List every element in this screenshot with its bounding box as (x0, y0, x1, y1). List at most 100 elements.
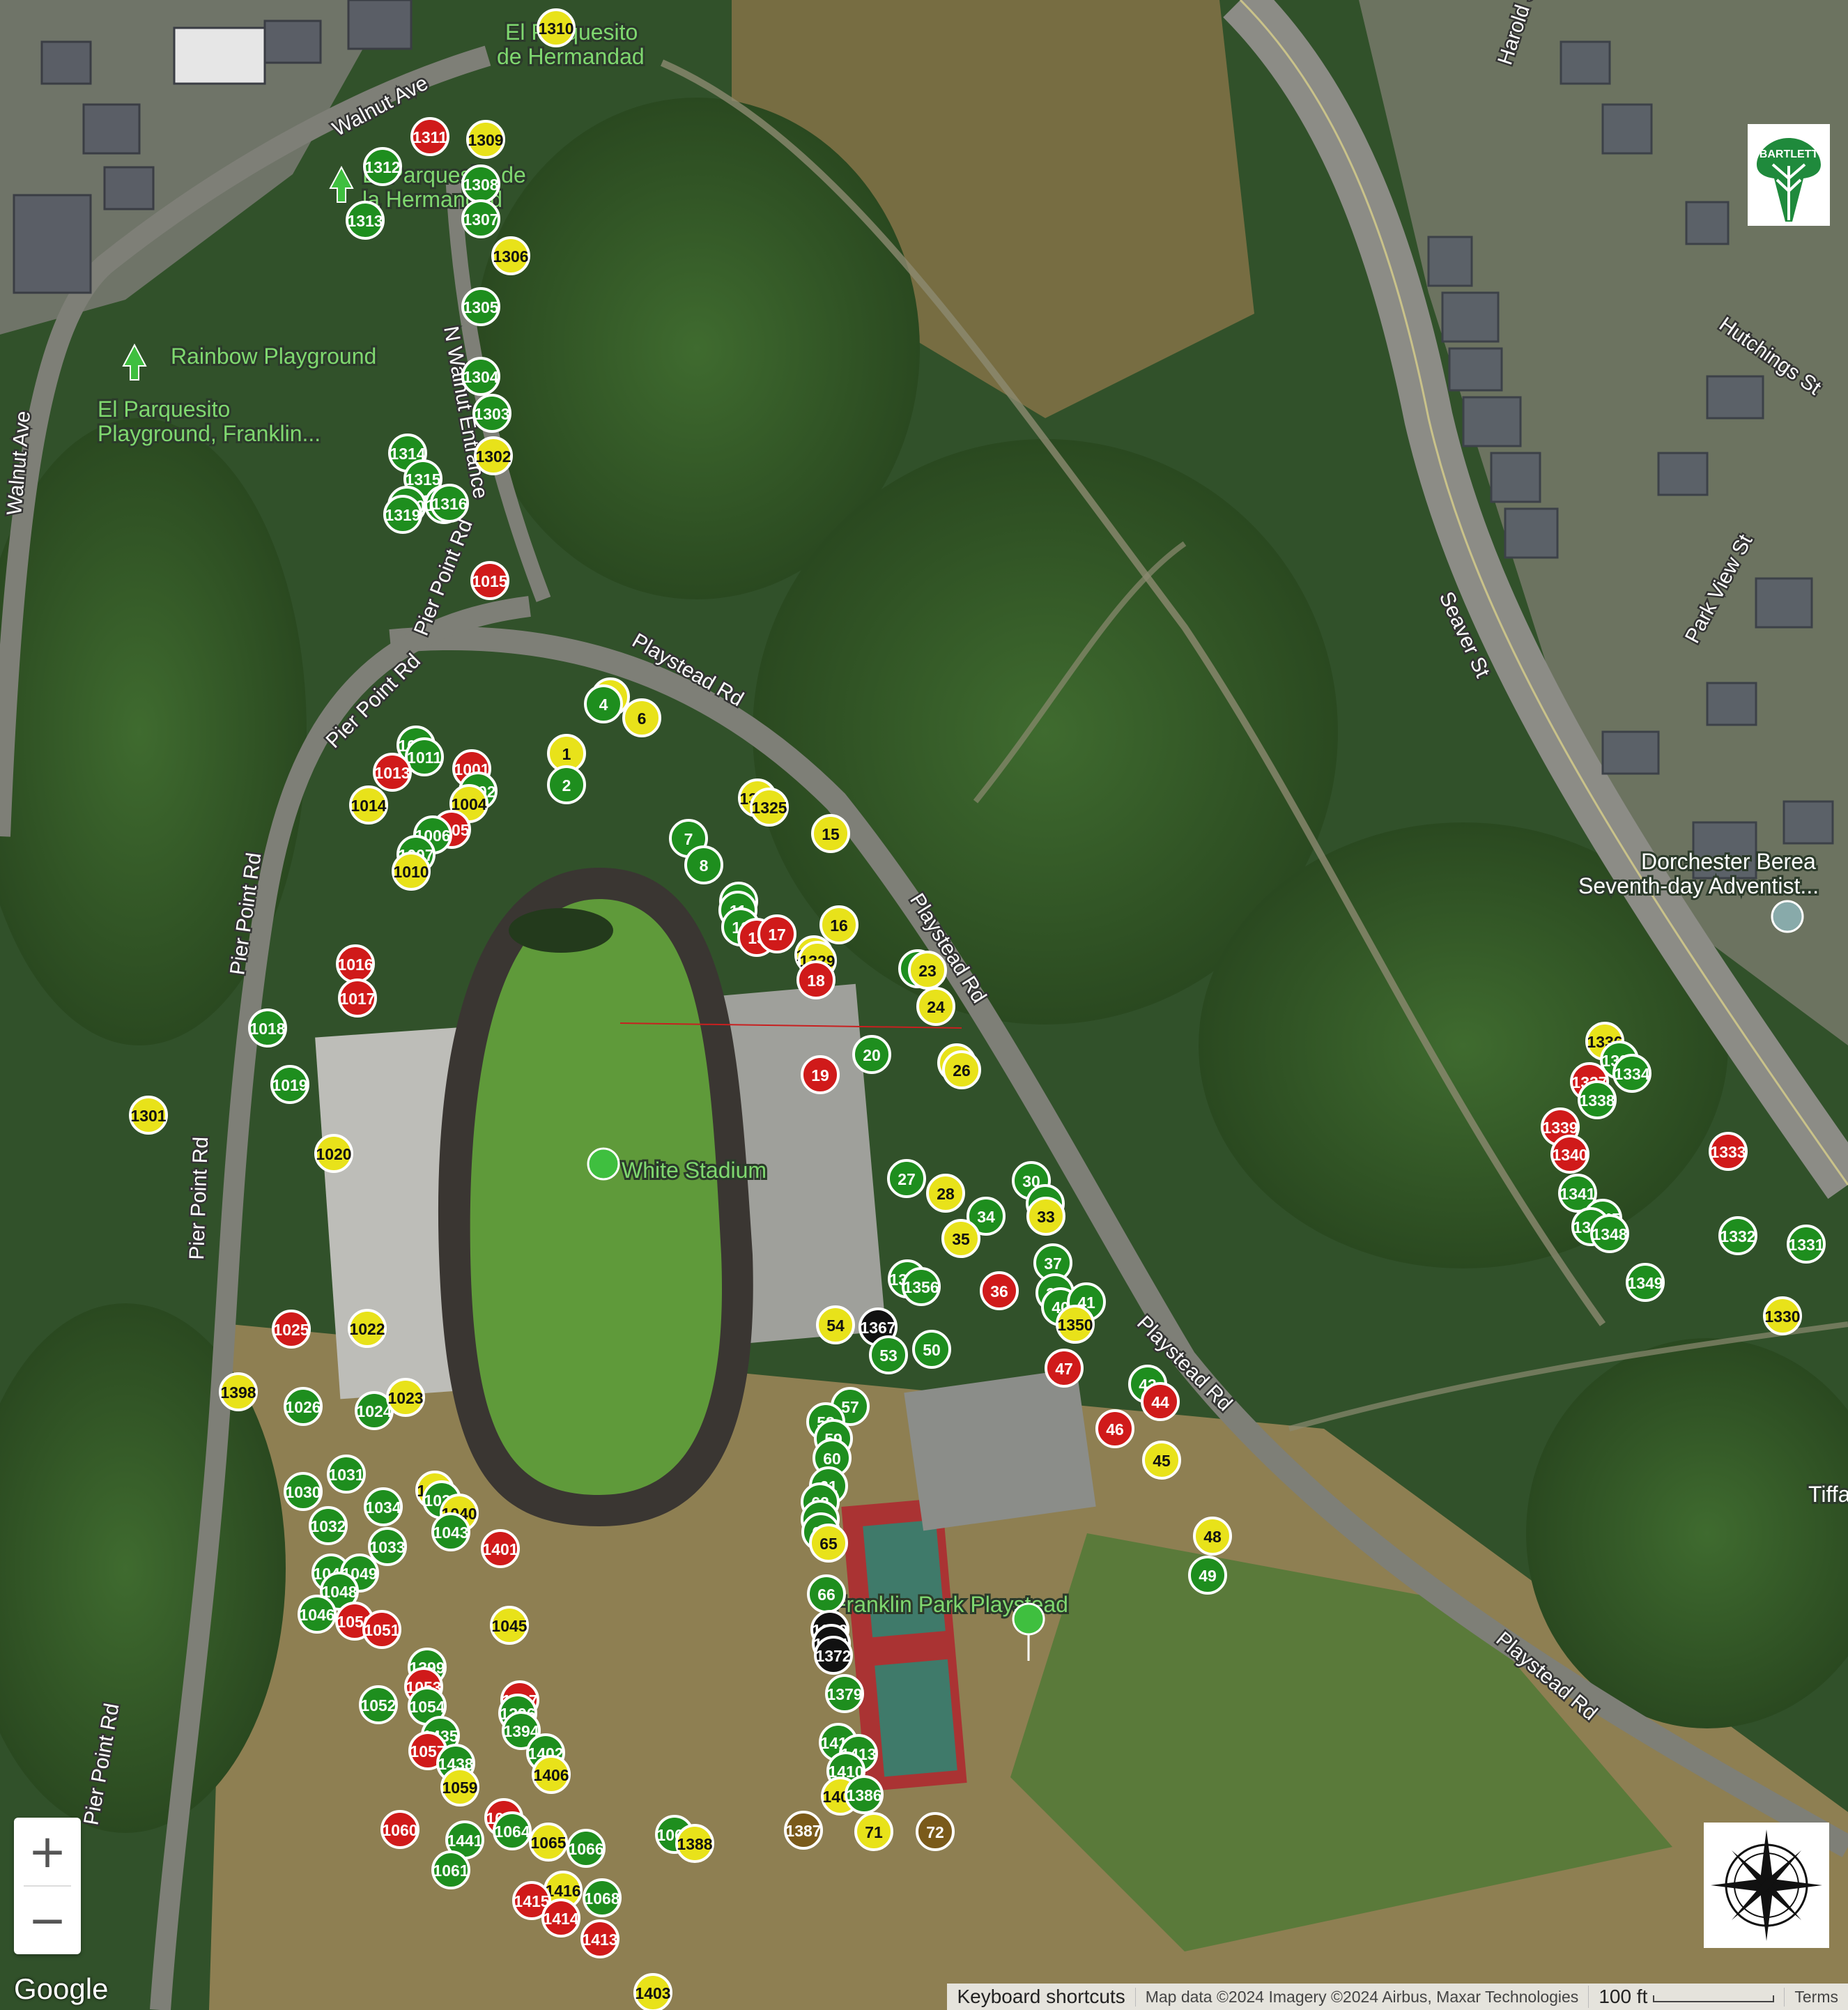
tree-marker-circle[interactable] (916, 987, 955, 1026)
tree-marker-1307[interactable]: 1307 (461, 199, 500, 238)
tree-marker-circle[interactable] (481, 1529, 520, 1568)
tree-marker-circle[interactable] (502, 1711, 541, 1750)
tree-marker-1398[interactable]: 1398 (219, 1372, 258, 1411)
tree-marker-circle[interactable] (129, 1096, 168, 1135)
tree-marker-1441[interactable]: 1441 (445, 1820, 484, 1859)
tree-marker-circle[interactable] (392, 852, 431, 891)
tree-marker-circle[interactable] (819, 905, 858, 944)
tree-marker-1013[interactable]: 1013 (373, 753, 412, 792)
tree-marker-circle[interactable] (431, 1850, 470, 1889)
tree-marker-circle[interactable] (270, 1065, 309, 1104)
tree-marker-circle[interactable] (825, 1674, 864, 1713)
tree-marker-1026[interactable]: 1026 (284, 1387, 323, 1426)
tree-marker-circle[interactable] (869, 1335, 908, 1374)
tree-marker-16[interactable]: 16 (819, 905, 858, 944)
tree-marker-1394[interactable]: 1394 (502, 1711, 541, 1750)
tree-marker-1305[interactable]: 1305 (461, 287, 500, 326)
tree-marker-1403[interactable]: 1403 (633, 1973, 672, 2010)
tree-marker-1312[interactable]: 1312 (363, 147, 402, 186)
tree-marker-circle[interactable] (584, 684, 623, 723)
tree-marker-circle[interactable] (912, 1330, 951, 1369)
tree-marker-circle[interactable] (440, 1767, 479, 1806)
tree-marker-71[interactable]: 71 (854, 1812, 893, 1851)
tree-marker-circle[interactable] (622, 698, 661, 737)
tree-marker-1334[interactable]: 1334 (1612, 1054, 1651, 1093)
tree-marker-23[interactable]: 23 (908, 951, 947, 990)
tree-marker-1033[interactable]: 1033 (368, 1527, 407, 1566)
tree-marker-circle[interactable] (845, 1775, 884, 1814)
tree-marker-circle[interactable] (532, 1755, 571, 1794)
park-pins[interactable] (122, 165, 1804, 1662)
tree-marker-36[interactable]: 36 (980, 1271, 1019, 1310)
tree-marker-circle[interactable] (684, 845, 723, 884)
tree-marker-18[interactable]: 18 (796, 960, 836, 999)
tree-marker-60[interactable]: 60 (813, 1439, 852, 1478)
tree-marker-circle[interactable] (887, 1159, 926, 1198)
tree-marker-circle[interactable] (1590, 1214, 1629, 1253)
tree-marker-1066[interactable]: 1066 (567, 1829, 606, 1868)
tree-marker-circle[interactable] (675, 1824, 714, 1863)
tree-marker-17[interactable]: 17 (757, 914, 796, 953)
tree-marker-circle[interactable] (368, 1527, 407, 1566)
tree-marker-1060[interactable]: 1060 (380, 1810, 419, 1849)
tree-marker-circle[interactable] (493, 1811, 532, 1850)
tree-marker-circle[interactable] (284, 1387, 323, 1426)
tree-marker-circle[interactable] (1026, 1197, 1065, 1236)
tree-marker-circle[interactable] (380, 1810, 419, 1849)
tree-marker-circle[interactable] (349, 785, 388, 824)
tree-marker-circle[interactable] (541, 1898, 580, 1938)
tree-marker-1025[interactable]: 1025 (272, 1310, 311, 1349)
tree-marker-1022[interactable]: 1022 (348, 1309, 387, 1348)
tree-marker-1065[interactable]: 1065 (529, 1823, 568, 1862)
tree-marker-circle[interactable] (373, 753, 412, 792)
tree-marker-1311[interactable]: 1311 (410, 117, 449, 156)
tree-marker-1304[interactable]: 1304 (461, 357, 500, 396)
tree-marker-1386[interactable]: 1386 (845, 1775, 884, 1814)
tree-marker-1043[interactable]: 1043 (431, 1512, 470, 1551)
tree-marker-1010[interactable]: 1010 (392, 852, 431, 891)
tree-marker-1338[interactable]: 1338 (1578, 1080, 1617, 1119)
tree-marker-circle[interactable] (980, 1271, 1019, 1310)
tree-marker-45[interactable]: 45 (1142, 1441, 1181, 1480)
tree-marker-circle[interactable] (405, 737, 444, 776)
tree-marker-46[interactable]: 46 (1095, 1409, 1134, 1448)
tree-marker-circle[interactable] (816, 1305, 855, 1344)
tree-marker-1034[interactable]: 1034 (364, 1487, 403, 1526)
tree-marker-circle[interactable] (926, 1174, 965, 1213)
tree-marker-circle[interactable] (431, 1512, 470, 1551)
tree-marker-circle[interactable] (1578, 1080, 1617, 1119)
tree-marker-1349[interactable]: 1349 (1626, 1263, 1665, 1302)
tree-marker-20[interactable]: 20 (852, 1035, 891, 1074)
tree-marker-1059[interactable]: 1059 (440, 1767, 479, 1806)
tree-marker-circle[interactable] (327, 1455, 366, 1494)
tree-marker-circle[interactable] (359, 1685, 398, 1724)
tree-marker-1401[interactable]: 1401 (481, 1529, 520, 1568)
tree-marker-1061[interactable]: 1061 (431, 1850, 470, 1889)
tree-marker-1004[interactable]: 1004 (449, 784, 488, 823)
tree-marker-1316[interactable]: 1316 (430, 484, 469, 523)
tree-marker-6[interactable]: 6 (622, 698, 661, 737)
tree-marker-1413b[interactable]: 1413 (580, 1919, 619, 1958)
tree-marker-1020[interactable]: 1020 (314, 1134, 353, 1173)
tree-marker-circle[interactable] (1763, 1296, 1802, 1335)
tree-marker-circle[interactable] (902, 1267, 941, 1306)
tree-marker-27[interactable]: 27 (887, 1159, 926, 1198)
tree-marker-circle[interactable] (633, 1973, 672, 2010)
tree-marker-circle[interactable] (908, 951, 947, 990)
tree-marker-circle[interactable] (1550, 1135, 1589, 1174)
tree-marker-1308[interactable]: 1308 (461, 164, 500, 204)
tree-marker-circle[interactable] (410, 117, 449, 156)
keyboard-shortcuts-link[interactable]: Keyboard shortcuts (957, 1986, 1125, 2007)
tree-marker-2[interactable]: 2 (547, 765, 586, 804)
scale-indicator[interactable]: 100 ft (1588, 1986, 1784, 2008)
tree-marker-circle[interactable] (466, 120, 505, 159)
tree-marker-circle[interactable] (1188, 1556, 1227, 1595)
tree-marker-circle[interactable] (1095, 1409, 1134, 1448)
tree-marker-circle[interactable] (852, 1035, 891, 1074)
tree-marker-24[interactable]: 24 (916, 987, 955, 1026)
tree-marker-8[interactable]: 8 (684, 845, 723, 884)
tree-marker-circle[interactable] (1141, 1382, 1180, 1421)
tree-marker-1031[interactable]: 1031 (327, 1455, 366, 1494)
tree-marker-circle[interactable] (796, 960, 836, 999)
